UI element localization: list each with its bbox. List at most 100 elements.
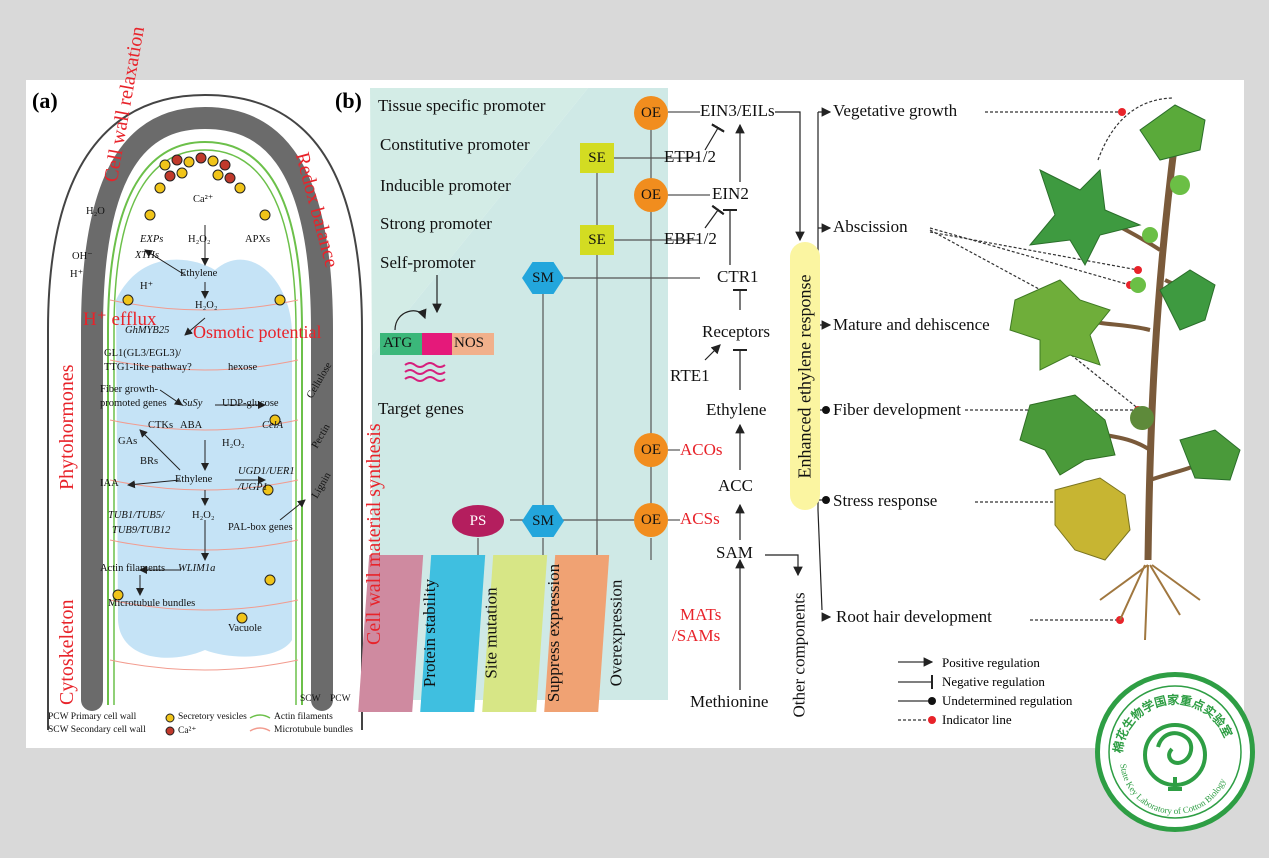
gas-label: GAs [118,436,138,447]
strategy-overexpression: Overexpression [606,579,626,687]
tub9-label: TUB9/TUB12 [112,525,171,536]
oe-node-acos: OE [634,433,668,467]
sams-label: /SAMs [672,626,721,645]
apxs-label: APXs [245,234,271,245]
strategy-lines [477,111,710,560]
ps-node: PS [452,505,504,537]
legend-symbols [898,657,934,721]
ctks-label: CTKs [148,420,174,431]
outcome-vegetative-growth: Vegetative growth [833,101,958,120]
legend-microtubule: Microtubule bundles [274,725,353,735]
iaa-label: IAA [100,478,119,489]
mats-label: MATs [680,605,722,624]
strategy-protein-stability: Protein stability [420,578,440,688]
cela-label: CelA [262,420,283,431]
promoter-tissue: Tissue specific promoter [378,96,546,115]
acc-label: ACC [718,476,753,495]
pal-box-label: PAL-box genes [228,522,293,533]
lab-seal-logo: 棉花生物学国家重点实验室 State Key Laboratory of Cot… [1095,672,1255,832]
sm-node-ctr1: SM [522,262,564,294]
se-node-etp: SE [580,143,614,173]
microtubule-label: Microtubule bundles [108,598,196,609]
outcome-fiber-development: Fiber development [833,400,961,419]
promoter-inducible: Inducible promoter [380,176,511,195]
construct-atg: ATG [383,335,413,351]
rte1-label: RTE1 [670,366,710,385]
wlim1a-label: WLIM1a [178,563,216,574]
fiber-genes-label-2: promoted genes [100,398,167,409]
exps-label: EXPs [140,234,164,245]
sam-label: SAM [716,543,753,562]
other-components-label: Other components [790,592,810,718]
scw-label: SCW [300,694,321,704]
promoter-strong: Strong promoter [380,214,492,233]
legend-positive-regulation: Positive regulation [942,655,1040,670]
enhanced-ethylene-response-label: Enhanced ethylene response [794,274,815,478]
oe-node-ein2: OE [634,178,668,212]
outcome-root-hair-development: Root hair development [836,607,992,626]
response-capsule [790,242,820,510]
fiber-genes-label-1: Fiber growth- [100,384,159,395]
hexose-label: hexose [228,362,258,373]
vacuole-label: Vacuole [228,623,262,634]
outcome-stress-response: Stress response [833,491,938,510]
pathway-arrows [704,107,832,690]
oh-label: OH⁻ [72,251,93,262]
actin-label: Actin filaments [100,563,166,574]
acss-label: ACSs [680,509,720,528]
cell-diagram [47,93,363,730]
h2o2-label-4: H₂O₂ [192,510,215,521]
construct-nos: NOS [454,335,485,351]
methionine-label: Methionine [690,692,769,711]
osmotic-potential-label: Osmotic potential [193,322,322,342]
tub1-label: TUB1/TUB5/ [108,510,165,521]
ugd1-label: UGD1/UER1 [238,466,295,477]
cytoskeleton-label: Cytoskeleton [56,599,78,705]
oe-node-acss: OE [634,503,668,537]
acos-label: ACOs [680,440,723,459]
xths-label: XTHs [135,250,159,261]
promoter-constitutive: Constitutive promoter [380,135,530,154]
target-genes-label: Target genes [378,399,464,418]
legend-undetermined-regulation: Undetermined regulation [942,693,1073,708]
legend-pcw: PCW Primary cell wall [48,712,137,722]
oe-node-ein3: OE [634,96,668,130]
legend-scw: SCW Secondary cell wall [48,725,146,735]
ethylene-label-2: Ethylene [175,474,213,485]
etp-label: ETP1/2 [664,147,716,166]
cotton-plant-illustration [1009,104,1241,641]
h2o2-label-2: H₂O₂ [195,300,218,311]
ctr1-label: CTR1 [717,267,759,286]
brs-label: BRs [140,456,159,467]
outcome-abscission: Abscission [833,217,908,236]
ethylene-label-1: Ethylene [180,268,218,279]
ebf-label: EBF1/2 [664,229,717,248]
ein3-label: EIN3/EILs [700,101,775,120]
legend-vesicles: Secretory vesicles [178,712,247,722]
h-plus-label-1: H⁺ [70,269,84,280]
outcome-mature-dehiscence: Mature and dehiscence [833,315,990,334]
panel-b-label: (b) [335,88,362,113]
phytohormones-label: Phytohormones [56,364,78,490]
ca-label: Ca²⁺ [193,194,214,205]
h-efflux-label: H⁺ efflux [83,309,157,330]
aba-label: ABA [180,420,203,431]
promoter-self: Self-promoter [380,253,476,272]
h-plus-label-2: H⁺ [140,281,154,292]
udp-glucose-label: UDP-glucose [222,398,279,409]
panel-a-label: (a) [32,88,58,113]
h2o-label: H₂O [86,206,105,217]
ttg1-label: TTG1-like pathway? [104,362,192,373]
legend-indicator-line: Indicator line [942,712,1012,727]
susy-label: SuSy [182,398,203,409]
ghmyb25-label: GhMYB25 [125,325,170,336]
ugp1-label: /UGP1 [238,482,268,493]
legend-actin: Actin filaments [274,712,333,722]
h2o2-label-3: H₂O₂ [222,438,245,449]
receptors-label: Receptors [702,322,770,341]
strategy-site-mutation: Site mutation [482,587,502,679]
promoter-region [370,88,588,355]
se-node-ebf: SE [580,225,614,255]
ethylene-node-label: Ethylene [706,400,767,419]
cell-wall-synthesis-label: Cell wall material synthesis [363,423,385,645]
